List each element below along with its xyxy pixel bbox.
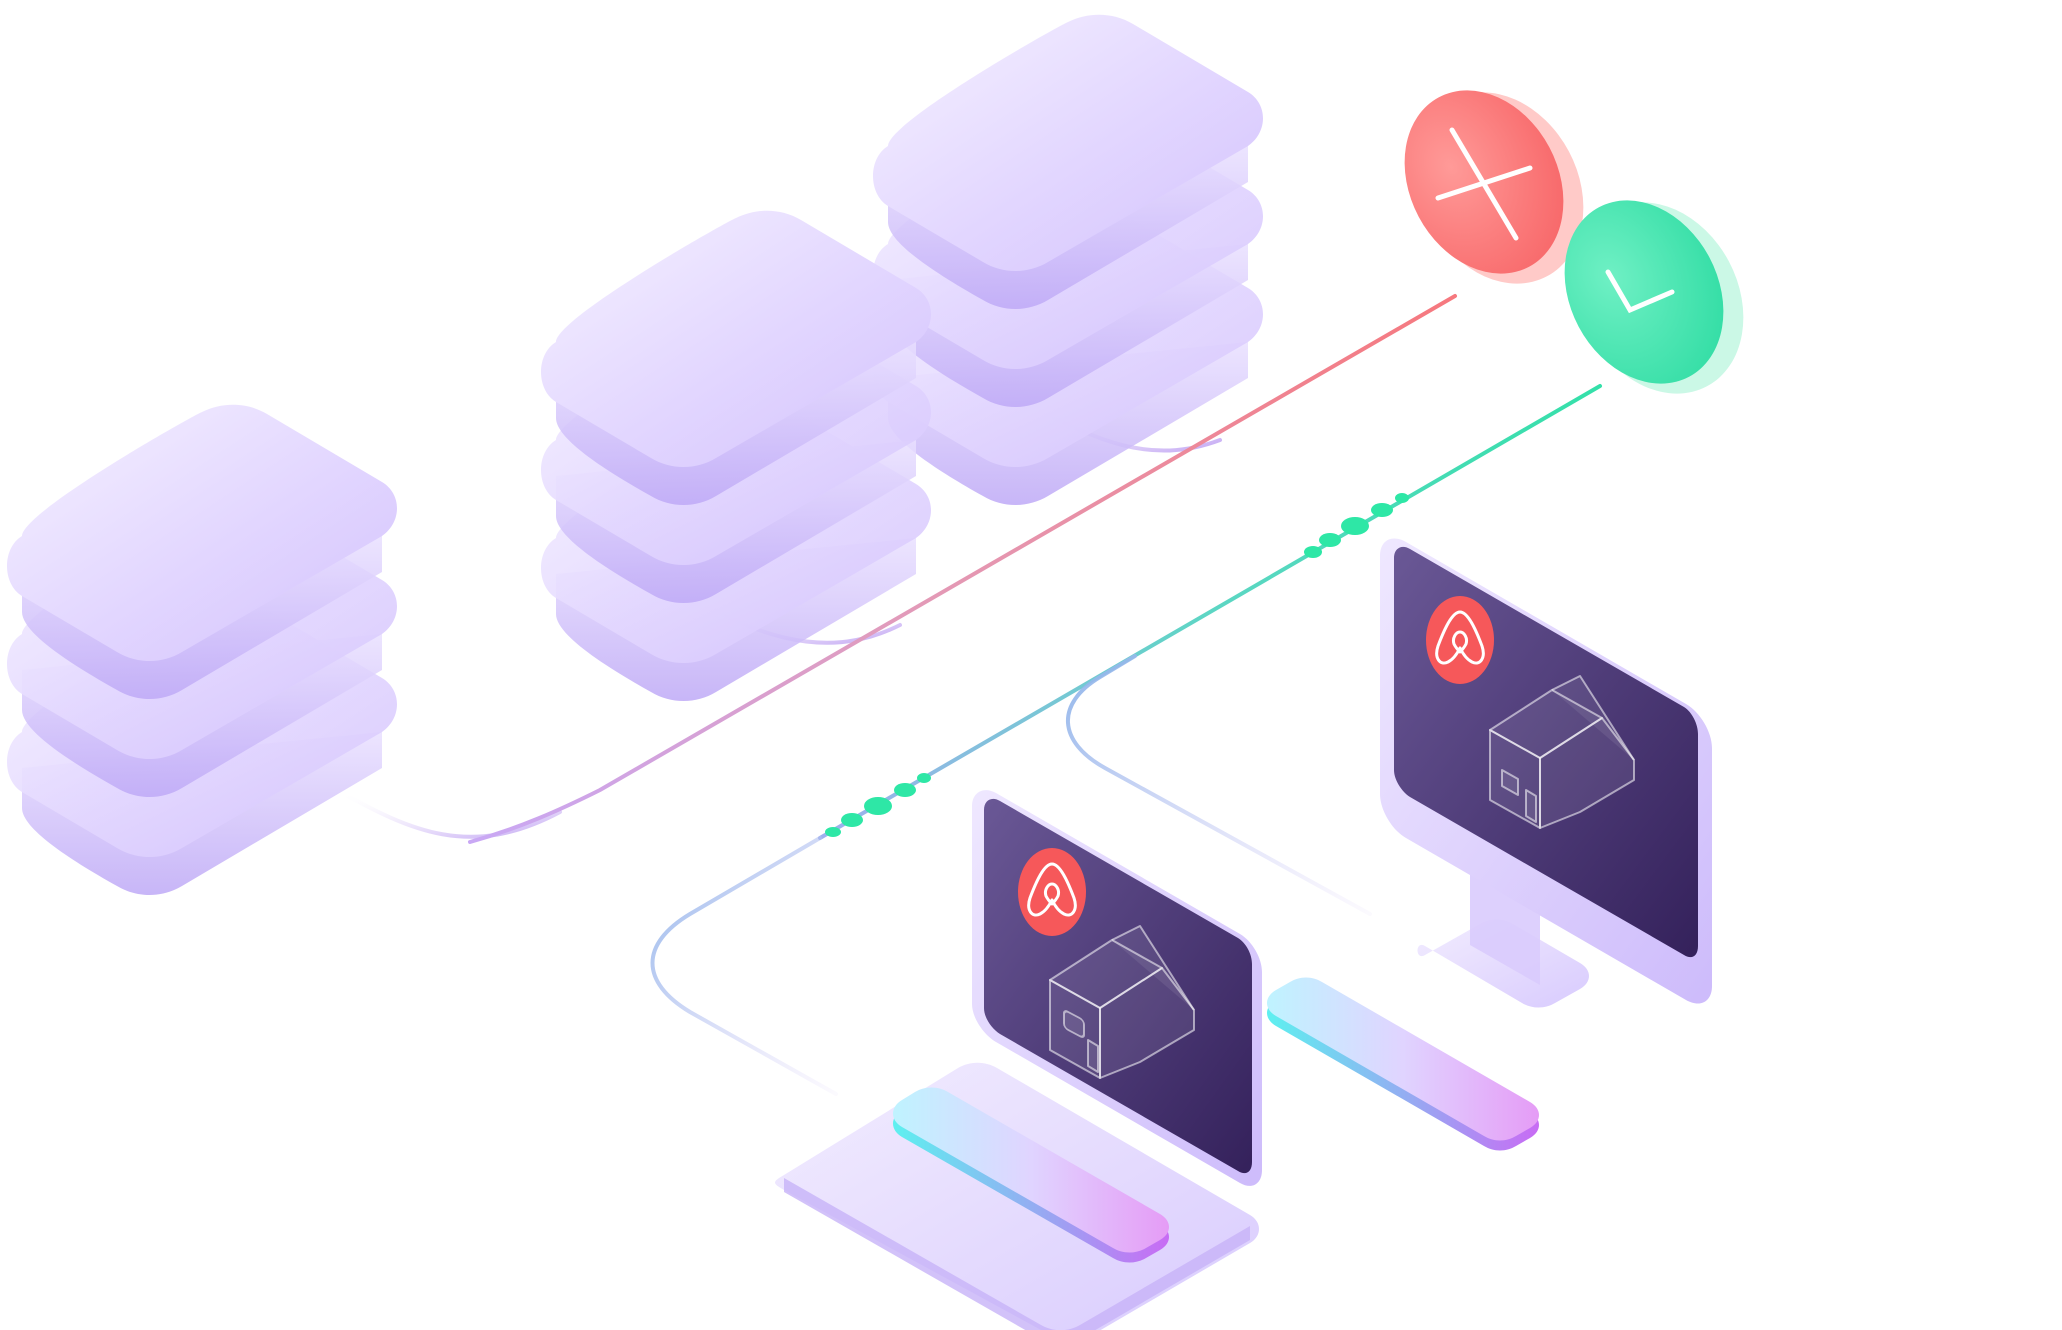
laptop-keyboard-bar: [893, 1087, 1169, 1263]
laptop-branch-line: [650, 836, 838, 1096]
server-stack-3: [873, 14, 1263, 505]
server-layer: [7, 404, 397, 699]
check-icon: [1605, 269, 1675, 314]
desktop-computer: [1267, 538, 1712, 1151]
stack-1-connector: [338, 790, 562, 839]
accept-line: [818, 384, 1602, 840]
close-icon: [1435, 127, 1533, 241]
server-layer: [541, 210, 931, 505]
traffic-pulses-upper: [1304, 493, 1409, 558]
reject-badge: [1404, 90, 1584, 284]
accept-badge: [1564, 200, 1744, 394]
server-stack-2: [541, 210, 931, 701]
desktop-branch-line: [1065, 654, 1372, 916]
traffic-pulses-lower: [825, 773, 931, 837]
airbnb-logo-icon: [1426, 596, 1494, 684]
server-stacks: [7, 14, 1263, 895]
server-layer: [873, 14, 1263, 309]
monitor-stand-neck: [1470, 870, 1540, 985]
house-icon: [1049, 925, 1195, 1079]
airbnb-logo-icon: [1018, 848, 1086, 936]
reject-line: [468, 294, 1457, 844]
laptop: [775, 790, 1262, 1330]
house-icon: [1489, 675, 1635, 829]
connection-lines: [338, 294, 1602, 1096]
desktop-keyboard-bar: [1267, 977, 1539, 1151]
server-stack-1: [7, 404, 397, 895]
